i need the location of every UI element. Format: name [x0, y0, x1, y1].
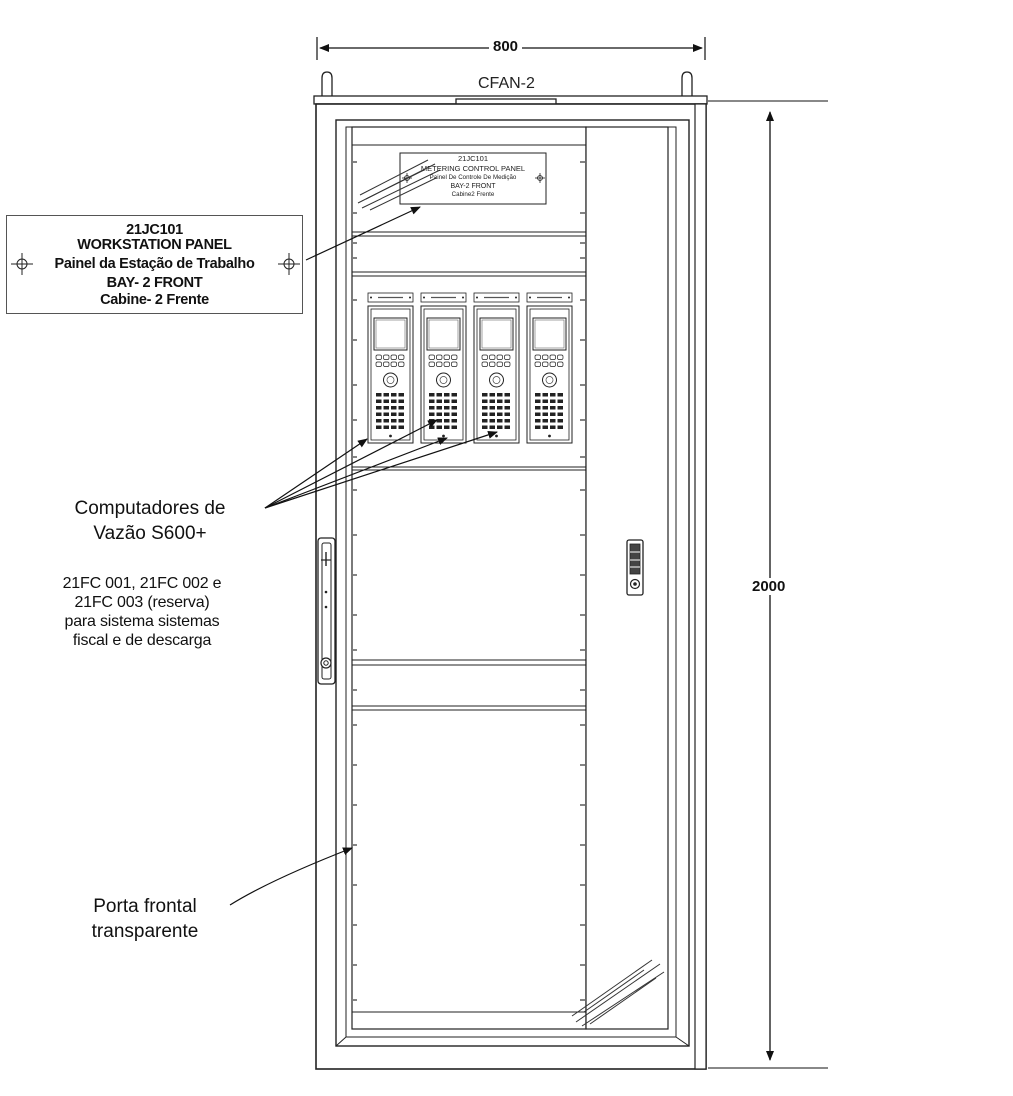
- workstation-line-3: Painel da Estação de Trabalho: [54, 256, 255, 272]
- lifting-eye-left: [321, 71, 333, 96]
- door-annotation-line-1: Porta frontal: [93, 896, 197, 917]
- door-annotation-line-2: transparente: [91, 921, 199, 942]
- flow-computer-module: [420, 292, 467, 444]
- leader-workstation: [305, 206, 421, 261]
- flow-computer-module: [367, 292, 414, 444]
- computers-title-line-2: Vazão S600+: [93, 523, 207, 544]
- lifting-eye-right: [681, 71, 693, 96]
- right-side-panel: [694, 103, 707, 1070]
- computers-detail-line-2: 21FC 003 (reserva): [74, 594, 210, 611]
- computers-detail-line-3: para sistema sistemas: [64, 613, 220, 630]
- leader-door: [229, 847, 353, 906]
- computers-title-line-1: Computadores de: [74, 498, 226, 519]
- plate-crosshair-icon: [535, 173, 545, 183]
- computers-detail: 21FC 001, 21FC 002 e 21FC 003 (reserva) …: [22, 574, 262, 650]
- computers-detail-line-1: 21FC 001, 21FC 002 e: [62, 575, 222, 592]
- door-handle-left: [317, 537, 336, 685]
- computers-detail-line-4: fiscal e de descarga: [72, 632, 212, 649]
- door-lock-right: [626, 539, 644, 596]
- glass-hatch-top: [357, 159, 441, 211]
- metering-plate-line-3: Painel De Controle De Medição: [430, 174, 517, 181]
- flow-computer-module: [526, 292, 573, 444]
- workstation-label-box: 21JC101 WORKSTATION PANEL Painel da Esta…: [6, 215, 303, 314]
- workstation-line-1: 21JC101: [126, 222, 183, 238]
- height-dimension-label: 2000: [748, 578, 790, 595]
- workstation-line-5: Cabine- 2 Frente: [100, 292, 209, 308]
- metering-plate-line-2: METERING CONTROL PANEL: [421, 164, 525, 173]
- metering-plate-line-5: Cabine2 Frente: [452, 191, 495, 198]
- door-glass: [351, 126, 587, 1030]
- door-annotation: Porta frontal transparente: [60, 894, 230, 944]
- computers-title: Computadores de Vazão S600+: [40, 496, 260, 546]
- crosshair-left-icon: [11, 253, 33, 275]
- flow-computer-module: [473, 292, 520, 444]
- crosshair-right-icon: [278, 253, 300, 275]
- rack-mount-ticks: [353, 161, 585, 1001]
- workstation-line-4: BAY- 2 FRONT: [106, 275, 203, 291]
- rack-dividers: [352, 144, 586, 1013]
- metering-plate-line-1: 21JC101: [458, 154, 488, 163]
- glass-hatch-bottom: [571, 959, 665, 1027]
- leader-computers: [264, 419, 498, 509]
- metering-plate-line-4: BAY-2 FRONT: [450, 183, 496, 190]
- workstation-line-2: WORKSTATION PANEL: [77, 237, 232, 253]
- flow-computer-modules: [367, 292, 573, 444]
- cfan-label: CFAN-2: [478, 75, 535, 92]
- width-dimension-label: 800: [489, 38, 523, 55]
